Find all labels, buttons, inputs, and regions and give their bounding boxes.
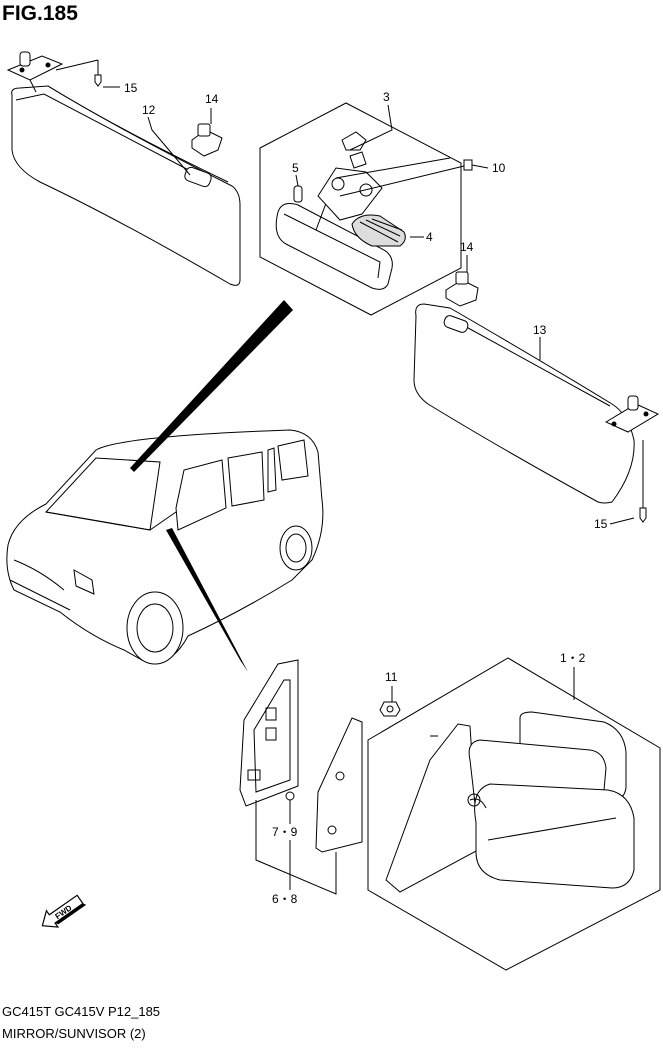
- callout-3: 3: [383, 90, 390, 104]
- callout-14-top: 14: [205, 92, 219, 106]
- cover-panel: [315, 717, 363, 853]
- callout-12: 12: [142, 103, 156, 117]
- callout-4: 4: [426, 230, 433, 244]
- callout-11: 11: [385, 670, 398, 684]
- holder-14-top: [191, 123, 223, 157]
- outer-mirror-assembly: [385, 711, 635, 893]
- fastener-7-9: [285, 791, 295, 824]
- garnish-inner-panel: [239, 659, 299, 807]
- holder-14-right: [445, 271, 479, 307]
- fwd-arrow-icon: FWD: [41, 894, 87, 928]
- vehicle-outline: [6, 429, 324, 665]
- sunvisor-13: [413, 303, 635, 504]
- visor-bracket-right: [604, 395, 660, 433]
- screw-15-top: [94, 60, 102, 87]
- callout-5: 5: [292, 161, 299, 175]
- figure-title: FIG.185: [2, 2, 78, 25]
- screw-15-right: [639, 440, 647, 523]
- sunvisor-12: [11, 85, 241, 286]
- visor-bracket-top: [6, 51, 64, 93]
- callout-10: 10: [492, 161, 506, 175]
- callout-14-right: 14: [460, 240, 474, 254]
- callout-15-top: 15: [124, 81, 138, 95]
- screw-10: [463, 159, 473, 171]
- footer-models: GC415T GC415V P12_185: [2, 1004, 161, 1019]
- outer-mirror-box: [367, 657, 661, 971]
- callout-1-2: 1・2: [560, 651, 586, 665]
- callout-6-8: 6・8: [272, 892, 298, 906]
- callout-15-right: 15: [594, 517, 608, 531]
- nut-11: [379, 701, 401, 717]
- callout-7-9: 7・9: [272, 825, 298, 839]
- mirror-mount-4: [351, 214, 406, 247]
- inner-rear-view-mirror: [275, 131, 393, 290]
- callout-13: 13: [533, 323, 547, 337]
- bulb-5: [293, 185, 303, 203]
- leader-wedge-door: [166, 528, 248, 672]
- inner-mirror-box: [259, 102, 462, 316]
- leader-wedge-mirror: [130, 300, 293, 472]
- footer-section: MIRROR/SUNVISOR (2): [2, 1026, 146, 1041]
- leader-6-8: [255, 800, 337, 895]
